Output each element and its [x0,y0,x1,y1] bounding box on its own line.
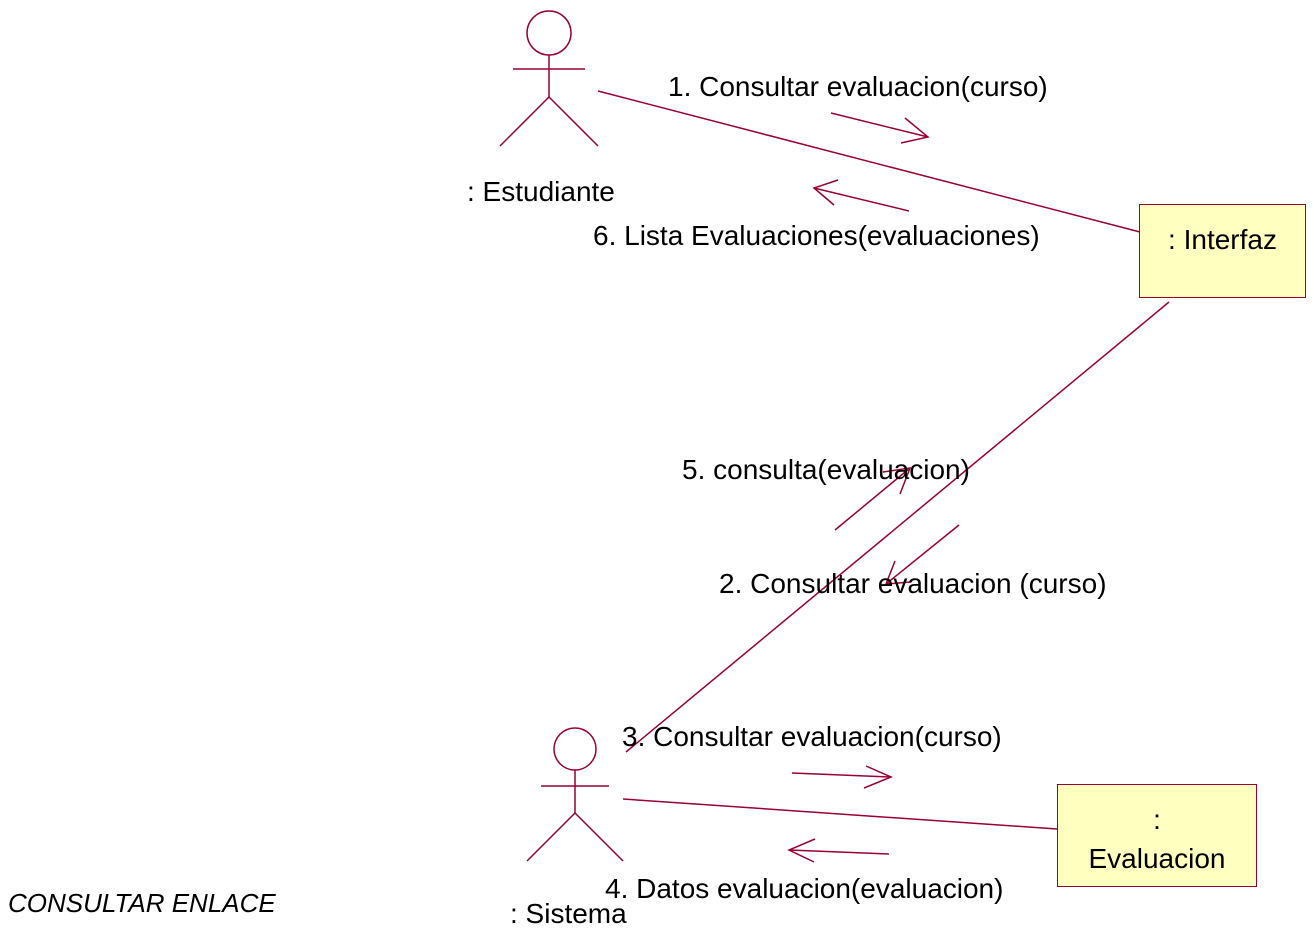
message-4-label: 4. Datos evaluacion(evaluacion) [605,873,1004,904]
arrow-message-6 [812,179,910,212]
message-3-label: 3. Consultar evaluacion(curso) [622,721,1002,752]
arrow-message-4 [787,838,890,863]
link-sistema-evaluacion [622,798,1058,830]
arrow-message-3 [791,765,893,789]
evaluacion-object-name: Evaluacion [1088,843,1226,874]
estudiante-actor-figure [499,10,599,147]
estudiante-actor-label: : Estudiante [467,176,615,207]
arrow-message-1 [830,112,930,144]
interfaz-object: : Interfaz [1139,204,1306,298]
arrow-message-5 [834,467,912,531]
link-interfaz-sistema [625,301,1170,753]
sistema-actor-label: : Sistema [510,898,627,929]
sistema-actor-figure [526,727,624,862]
diagram-title: CONSULTAR ENLACE [8,888,276,918]
message-6-label: 6. Lista Evaluaciones(evaluaciones) [593,220,1040,251]
interfaz-object-label: : Interfaz [1168,224,1277,255]
link-estudiante-interfaz [597,90,1141,233]
message-5-label: 5. consulta(evaluacion) [682,454,970,485]
evaluacion-object-colon: : [1153,804,1161,835]
message-2-label: 2. Consultar evaluacion (curso) [719,568,1107,599]
arrow-message-2 [884,524,960,585]
evaluacion-object: : Evaluacion [1057,784,1257,887]
message-1-label: 1. Consultar evaluacion(curso) [668,71,1048,102]
